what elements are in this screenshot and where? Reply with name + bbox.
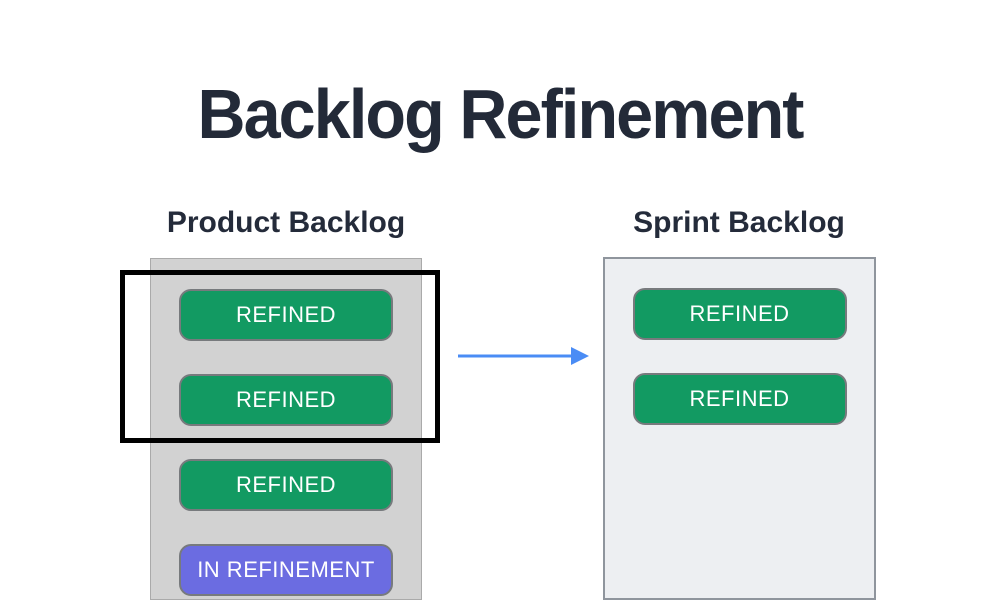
sprint-backlog-container: REFINED REFINED	[603, 257, 876, 600]
backlog-item-refined: REFINED	[632, 373, 847, 425]
backlog-item-refined: REFINED	[179, 374, 393, 426]
product-backlog-heading: Product Backlog	[166, 206, 406, 239]
backlog-item-refined: REFINED	[179, 289, 393, 341]
product-backlog-container: REFINED REFINED REFINED IN REFINEMENT	[150, 258, 422, 600]
selection-highlight-rectangle	[120, 270, 440, 443]
backlog-item-refined: REFINED	[179, 459, 393, 511]
page-title: Backlog Refinement	[197, 75, 804, 153]
backlog-item-in-refinement: IN REFINEMENT	[179, 544, 393, 596]
backlog-item-refined: REFINED	[632, 288, 847, 340]
sprint-backlog-heading: Sprint Backlog	[633, 206, 845, 239]
right-arrow-icon	[453, 343, 593, 369]
